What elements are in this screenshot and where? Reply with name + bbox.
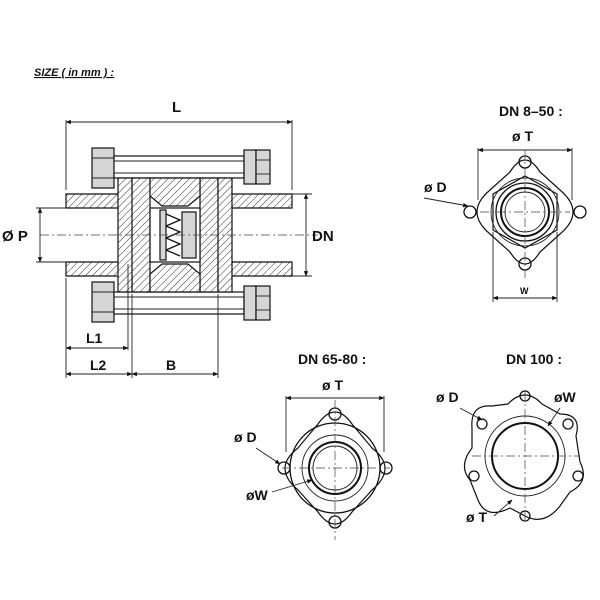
dim-DN: DN <box>312 228 334 245</box>
dn65-dim-T: ø T <box>322 377 343 393</box>
dim-L1: L1 <box>86 330 103 346</box>
dn65-dim-D: ø D <box>234 429 257 445</box>
top-bolt <box>91 147 271 189</box>
bottom-bolt <box>91 281 271 323</box>
dn65-dim-W: øW <box>246 487 269 503</box>
dim-L: L <box>172 99 181 116</box>
dn8-dim-D: ø D <box>424 179 447 195</box>
front-view-dn65-80: DN 65-80 : ø T ø D øW <box>234 351 393 540</box>
dn100-dim-W: øW <box>554 389 577 405</box>
dim-P: Ø P <box>2 228 28 245</box>
size-note: SIZE ( in mm ) : <box>34 67 114 79</box>
center-body-top <box>149 177 201 207</box>
dn8-dim-W: W <box>520 286 529 296</box>
front-view-dn100: DN 100 : ø D øW ø T <box>436 351 584 525</box>
dim-L2: L2 <box>90 357 107 373</box>
dn100-dim-D: ø D <box>436 389 459 405</box>
front-view-dn8-50: DN 8–50 : ø T ø D W <box>423 103 587 302</box>
dn100-dim-T: ø T <box>466 509 487 525</box>
title-dn65-80: DN 65-80 : <box>298 351 366 367</box>
side-section-view: L Ø P DN L1 L2 B <box>2 99 334 378</box>
title-dn8-50: DN 8–50 : <box>499 103 563 119</box>
dim-B: B <box>166 357 176 373</box>
title-dn100: DN 100 : <box>506 351 562 367</box>
dn8-dim-T: ø T <box>512 128 533 144</box>
center-body-bottom <box>149 263 201 293</box>
